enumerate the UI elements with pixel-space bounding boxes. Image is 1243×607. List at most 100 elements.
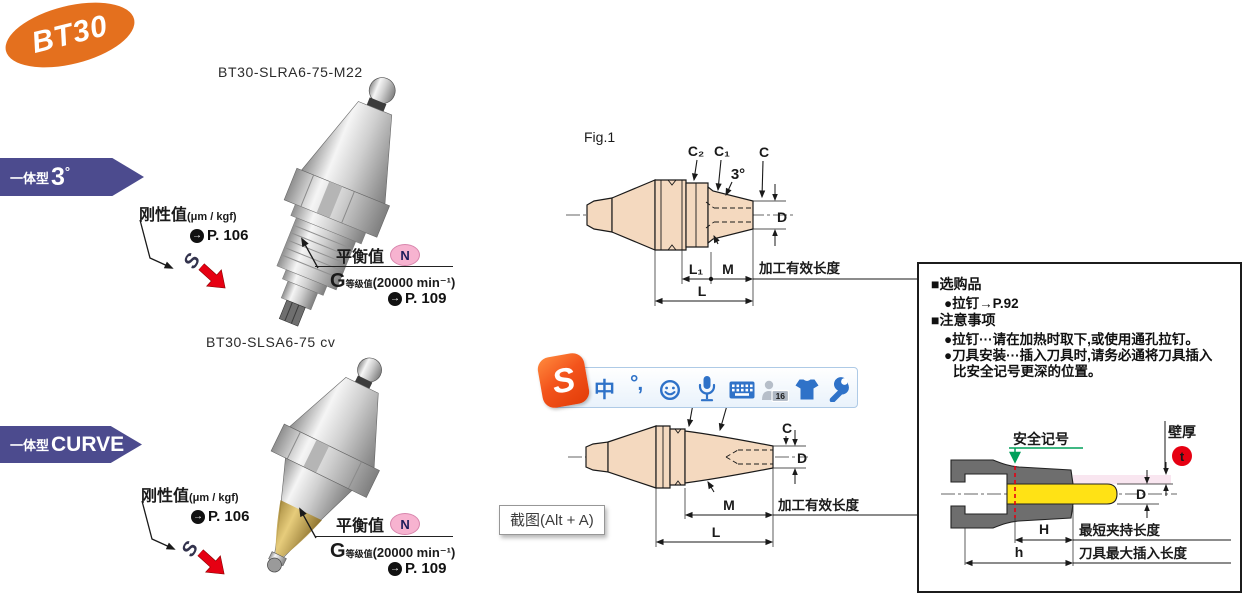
microphone-icon[interactable]: [697, 375, 717, 403]
toolholder-photo-1: [276, 77, 396, 327]
optional-item-pull-stud: ●拉钉→P.92: [944, 296, 1019, 311]
fig1-l1-label: L₁: [689, 261, 704, 277]
balance-text-2: 平衡值: [336, 518, 385, 535]
emoji-icon[interactable]: [659, 379, 681, 401]
type-label-3deg: 一体型 3 °: [0, 158, 144, 196]
note-tool-mounting-cont: 比安全记号更深的位置。: [953, 364, 1102, 379]
rigidity-leader-1: [139, 219, 174, 269]
balance-n-badge-1: N: [390, 244, 421, 266]
balance-arrow-2: [299, 507, 317, 539]
h-upper-label: H: [1039, 521, 1049, 537]
fig1-drawing: Fig.1 C₂ C₁ C 3°: [566, 129, 924, 306]
type-prefix-2: 一体型: [10, 438, 50, 453]
type-sup-1: °: [64, 163, 71, 179]
balance-underline-2: [315, 536, 453, 537]
page-106-text-2: P. 106: [208, 508, 250, 525]
rigidity-label-1: 刚性值(μm / kgf): [139, 201, 237, 225]
product-photo-1: [223, 50, 453, 351]
balance-underline-1: [315, 266, 453, 267]
rigidity-leader-2: [141, 500, 176, 550]
chinese-mode-icon[interactable]: 中: [594, 379, 615, 402]
max-insert-length-label: 刀具最大插入长度: [1079, 545, 1187, 561]
wall-thickness-label: 壁厚: [1168, 424, 1196, 440]
fig1-angle-label: 3°: [731, 166, 745, 183]
page-109-text-2: P. 109: [405, 560, 447, 577]
g-letter-1: G: [330, 270, 346, 292]
page-arrow-icon: →: [388, 561, 402, 576]
bt30-badge: BT30: [0, 0, 142, 80]
fig2-drawing: C D M 加工有效长度 L: [568, 402, 924, 547]
g-grade-text-2: 等级值: [345, 549, 373, 559]
type-main-1: 3: [51, 162, 65, 191]
rigidity-unit-2: (μm / kgf): [189, 492, 239, 504]
balance-label-2: 平衡值 N: [336, 512, 421, 536]
g-grade-text-1: 等级值: [345, 279, 373, 289]
fig2-d-label: D: [797, 450, 807, 466]
page-link-109-2: → P. 109: [388, 560, 446, 577]
page-arrow-icon: →: [190, 228, 204, 243]
info-box: [917, 262, 1242, 593]
safety-diagram: 安全记号 壁厚 t D H 最短夹持长度 h 刀具最大插入长度: [941, 421, 1231, 567]
holder-section: [950, 459, 1074, 529]
fig1-d-label: D: [777, 209, 787, 225]
fig1-c-label: C: [759, 144, 769, 160]
page-link-106-1: → P. 106: [190, 227, 248, 244]
page-arrow-icon: →: [191, 509, 205, 524]
rigidity-text-2: 刚性值: [141, 488, 190, 505]
sogou-logo-letter: S: [549, 359, 578, 402]
safety-mark-label: 安全记号: [1013, 431, 1069, 447]
g-grade-label-1: G等级值(20000 min⁻¹): [330, 270, 455, 293]
product-title-1: BT30-SLRA6-75-M22: [218, 64, 363, 80]
optional-items-header: ■选购品: [931, 276, 982, 292]
fig1-c2-label: C₂: [688, 143, 704, 159]
skin-tshirt-icon[interactable]: [795, 379, 819, 400]
rigidity-unit-1: (μm / kgf): [187, 211, 237, 223]
page-link-106-2: → P. 106: [191, 508, 249, 525]
red-arrow-icon-2: [197, 549, 225, 575]
soft-keyboard-icon[interactable]: [729, 381, 755, 399]
page-arrow-icon: →: [388, 291, 402, 306]
fig1-c1-label: C₁: [714, 143, 730, 159]
page-link-109-1: → P. 109: [388, 290, 446, 307]
rigidity-text-1: 刚性值: [139, 207, 188, 224]
fig2-holder-body: [585, 425, 774, 489]
note-pull-stud: ●拉钉···请在加热时取下,或使用通孔拉钉。: [944, 332, 1199, 347]
wall-band: [1073, 475, 1171, 484]
fig1-m-label: M: [722, 261, 734, 277]
user-level-number: 16: [776, 391, 786, 401]
sogou-logo-icon[interactable]: S: [535, 351, 592, 410]
wrench-icon[interactable]: [827, 376, 849, 402]
rigidity-label-2: 刚性值(μm / kgf): [141, 482, 239, 506]
screenshot-tooltip: 截图(Alt + A): [499, 505, 605, 535]
user-level-icon[interactable]: 16: [761, 380, 789, 402]
fig1-title: Fig.1: [584, 129, 615, 145]
type-label-curve: 一体型 CURVE: [0, 426, 142, 463]
red-arrow-icon-1: [198, 263, 226, 289]
g-value-2: (20000 min⁻¹): [372, 545, 456, 560]
fig2-c-label: C: [782, 420, 792, 436]
balance-arrow-1: [301, 237, 319, 269]
diagram-d-label: D: [1136, 486, 1146, 502]
type-prefix-1: 一体型: [10, 170, 50, 186]
fig1-effective-length-label: 加工有效长度: [758, 260, 840, 276]
h-lower-label: h: [1015, 544, 1024, 560]
product-title-2: BT30-SLSA6-75 cv: [206, 334, 336, 350]
notes-header: ■注意事项: [931, 312, 996, 328]
bt30-badge-label: BT30: [28, 9, 112, 60]
fig2-m-label: M: [723, 497, 735, 513]
balance-label-1: 平衡值 N: [336, 243, 421, 267]
balance-text-1: 平衡值: [336, 249, 385, 266]
tool-shank: [1006, 483, 1118, 505]
product-photo-2: [201, 325, 443, 607]
g-letter-2: G: [330, 540, 346, 562]
punctuation-icon[interactable]: °,: [630, 372, 643, 395]
t-badge: [1172, 446, 1192, 466]
t-badge-letter: t: [1180, 449, 1185, 464]
note-tool-mounting: ●刀具安装···插入刀具时,请务必通将刀具插入: [944, 348, 1213, 363]
fig1-holder-body: [586, 179, 754, 251]
fig1-l-label: L: [698, 283, 707, 299]
page-109-text-1: P. 109: [405, 290, 447, 307]
toolholder-photo-2: [267, 357, 382, 573]
fig2-effective-length-label: 加工有效长度: [777, 497, 859, 513]
